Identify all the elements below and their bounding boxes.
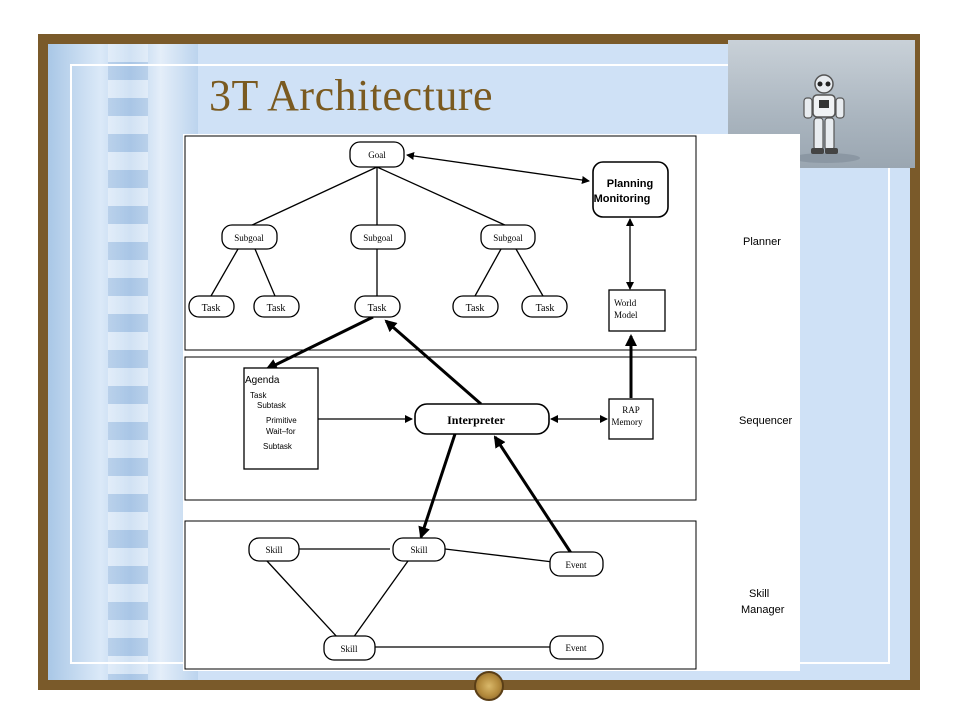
subgoal-label: Subgoal — [234, 233, 264, 243]
subgoal-label: Subgoal — [493, 233, 523, 243]
skill-label: Skill — [265, 545, 283, 555]
decorative-line — [70, 64, 72, 664]
event-label: Event — [566, 643, 587, 653]
interpreter-node — [414, 403, 550, 435]
event-node — [549, 551, 604, 577]
decorative-line — [70, 64, 890, 66]
planner-layer-label: Planner — [743, 236, 781, 248]
memory-label: Memory — [612, 417, 643, 427]
task-node — [253, 295, 300, 318]
agenda-item: Subtask — [257, 401, 287, 410]
model-label: Model — [614, 310, 638, 320]
event-node — [549, 635, 604, 660]
task-node — [354, 295, 401, 318]
skill-node — [323, 635, 376, 661]
planner-layer-box — [184, 135, 697, 351]
decorative-column — [48, 44, 198, 680]
goal-node — [349, 141, 405, 168]
interpreter-task-link — [384, 319, 482, 406]
goal-label: Goal — [368, 150, 386, 160]
task-node — [188, 295, 235, 318]
decorative-line — [888, 64, 890, 664]
skill-label: Skill — [410, 545, 428, 555]
world-model-node — [608, 289, 666, 332]
event-interpreter-link — [493, 435, 573, 554]
agenda-item: Subtask — [263, 442, 293, 451]
agenda-item: Primitive — [266, 416, 297, 425]
agenda-item: Task — [250, 391, 267, 400]
subgoal-label: Subgoal — [363, 233, 393, 243]
skill-manager-layer-box — [184, 520, 697, 670]
subgoal-node — [480, 224, 536, 250]
task-label: Task — [536, 303, 555, 314]
sequencer-layer-box — [184, 356, 697, 501]
agenda-title: Agenda — [245, 375, 280, 386]
skill-label: Skill — [340, 644, 358, 654]
agenda-box — [243, 367, 319, 470]
subgoal-node — [350, 224, 406, 250]
interpreter-skill-link — [418, 433, 457, 539]
skill-node — [248, 537, 300, 562]
task-agenda-link — [265, 315, 374, 371]
planning-label: Planning — [607, 178, 653, 190]
task-label: Task — [466, 303, 485, 314]
rap-label: RAP — [622, 405, 640, 415]
skill-manager-layer-label: Skill — [749, 588, 769, 600]
interpreter-label: Interpreter — [447, 413, 505, 427]
rap-memory-node — [608, 398, 654, 440]
architecture-diagram: Goal Subgoal Subgoal Subgoal Task Task T… — [183, 134, 800, 671]
sequencer-layer-label: Sequencer — [739, 415, 793, 427]
task-node — [452, 295, 499, 318]
subgoal-node — [221, 224, 278, 250]
world-label: World — [614, 298, 637, 308]
task-label: Task — [267, 303, 286, 314]
task-label: Task — [368, 303, 387, 314]
slide-title: 3T Architecture — [209, 71, 494, 120]
skill-node — [392, 537, 446, 562]
task-node — [521, 295, 568, 318]
monitoring-label: Monitoring — [594, 193, 651, 205]
skill-manager-layer-label: Manager — [741, 604, 785, 616]
planning-monitoring-node — [592, 161, 669, 218]
event-label: Event — [566, 560, 587, 570]
goal-planning-link — [406, 152, 590, 184]
university-seal — [474, 671, 504, 701]
agenda-item: Wait–for — [266, 427, 296, 436]
task-label: Task — [202, 303, 221, 314]
